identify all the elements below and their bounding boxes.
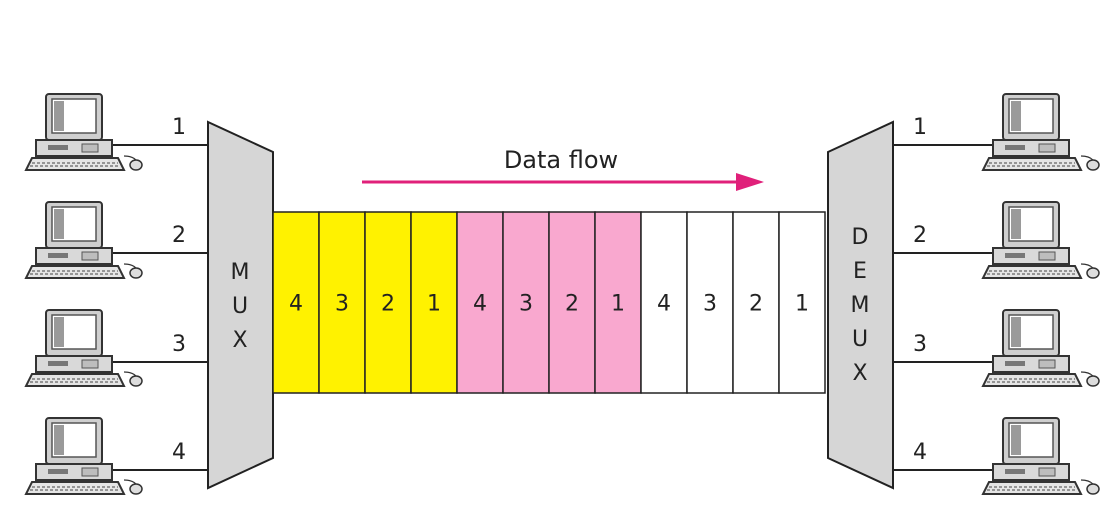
frame-slot	[686, 211, 734, 394]
demux-letter: D	[852, 225, 869, 250]
frame-slot-label: 2	[565, 292, 579, 317]
computer-icon	[25, 309, 143, 387]
input-label-1: 1	[172, 115, 186, 140]
frame-slot-label: 1	[427, 292, 441, 317]
frame-slot	[732, 211, 780, 394]
computer-icon	[982, 93, 1100, 171]
computer-icon	[982, 309, 1100, 387]
frame-slot	[502, 211, 550, 394]
demux-letter: U	[852, 327, 868, 352]
frame-slot-label: 4	[473, 292, 487, 317]
input-label-4: 4	[172, 440, 186, 465]
frame-slot-label: 2	[381, 292, 395, 317]
mux-letter: U	[232, 294, 248, 319]
mux-block	[207, 120, 274, 490]
demux-block	[827, 120, 894, 490]
output-label-3: 3	[913, 332, 927, 357]
frame-slot	[364, 211, 412, 394]
output-label-4: 4	[913, 440, 927, 465]
output-label-2: 2	[913, 223, 927, 248]
frame-slot-label: 2	[749, 292, 763, 317]
mux-letter: M	[231, 260, 250, 285]
data-flow-label: Data flow	[504, 146, 618, 174]
frame-slot	[318, 211, 366, 394]
computer-icon	[25, 201, 143, 279]
frame-slot-label: 3	[703, 292, 717, 317]
frame-slot	[272, 211, 320, 394]
frame-slot-label: 4	[289, 292, 303, 317]
demux-letter: E	[853, 259, 867, 284]
input-label-2: 2	[172, 223, 186, 248]
computer-icon	[982, 201, 1100, 279]
demux-letter: X	[852, 361, 867, 386]
mux-letter: X	[232, 328, 247, 353]
frame-slot-label: 3	[335, 292, 349, 317]
frame-slot	[410, 211, 458, 394]
frame-slot-label: 1	[611, 292, 625, 317]
input-label-3: 3	[172, 332, 186, 357]
frame-slot-label: 3	[519, 292, 533, 317]
frame-slots: 4 3 2 1 4 3 2 1 4 3 2 1	[272, 211, 826, 394]
frame-slot	[548, 211, 596, 394]
computer-icon	[25, 417, 143, 495]
output-label-1: 1	[913, 115, 927, 140]
frame-slot-label: 1	[795, 292, 809, 317]
frame-slot	[778, 211, 826, 394]
frame-slot	[640, 211, 688, 394]
frame-slot	[594, 211, 642, 394]
data-flow-arrowhead	[736, 173, 764, 191]
computer-icon	[25, 93, 143, 171]
frame-slot	[456, 211, 504, 394]
frame-slot-label: 4	[657, 292, 671, 317]
demux-letter: M	[851, 293, 870, 318]
computer-icon	[982, 417, 1100, 495]
